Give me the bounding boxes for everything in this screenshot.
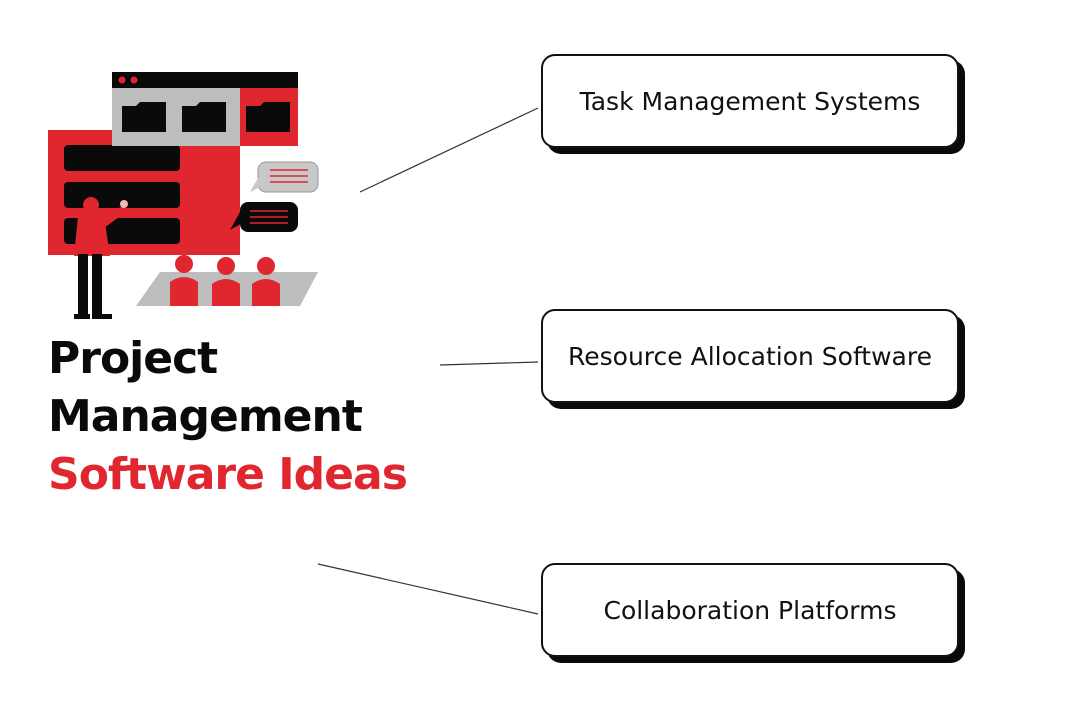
- presenter-figure: [74, 197, 128, 319]
- folder-icon: [182, 102, 226, 132]
- idea-card-collaboration: Collaboration Platforms: [541, 563, 959, 657]
- folder-icon: [122, 102, 166, 132]
- idea-label: Resource Allocation Software: [568, 341, 932, 371]
- title-line-management: Management: [48, 391, 363, 442]
- connector-line-3: [317, 563, 539, 615]
- chat-bubble-icon: [230, 202, 298, 232]
- connector-line-2: [439, 361, 539, 366]
- connector-line-1: [359, 107, 539, 193]
- idea-card-resource-allocation: Resource Allocation Software: [541, 309, 959, 403]
- audience-figure: [170, 255, 198, 306]
- idea-label: Task Management Systems: [579, 86, 921, 116]
- chat-bubble-icon: [250, 161, 319, 193]
- idea-label: Collaboration Platforms: [603, 595, 897, 625]
- audience-figure: [252, 257, 280, 306]
- title-line-project: Project: [48, 333, 218, 384]
- idea-card-task-management: Task Management Systems: [541, 54, 959, 148]
- audience-figure: [212, 257, 240, 306]
- board-bar-1: [64, 145, 180, 171]
- title-line-software-ideas: Software Ideas: [48, 449, 408, 500]
- folder-icon: [246, 102, 290, 132]
- browser-window-icon: [112, 72, 298, 146]
- page-title: Project Management Software Ideas: [48, 330, 408, 504]
